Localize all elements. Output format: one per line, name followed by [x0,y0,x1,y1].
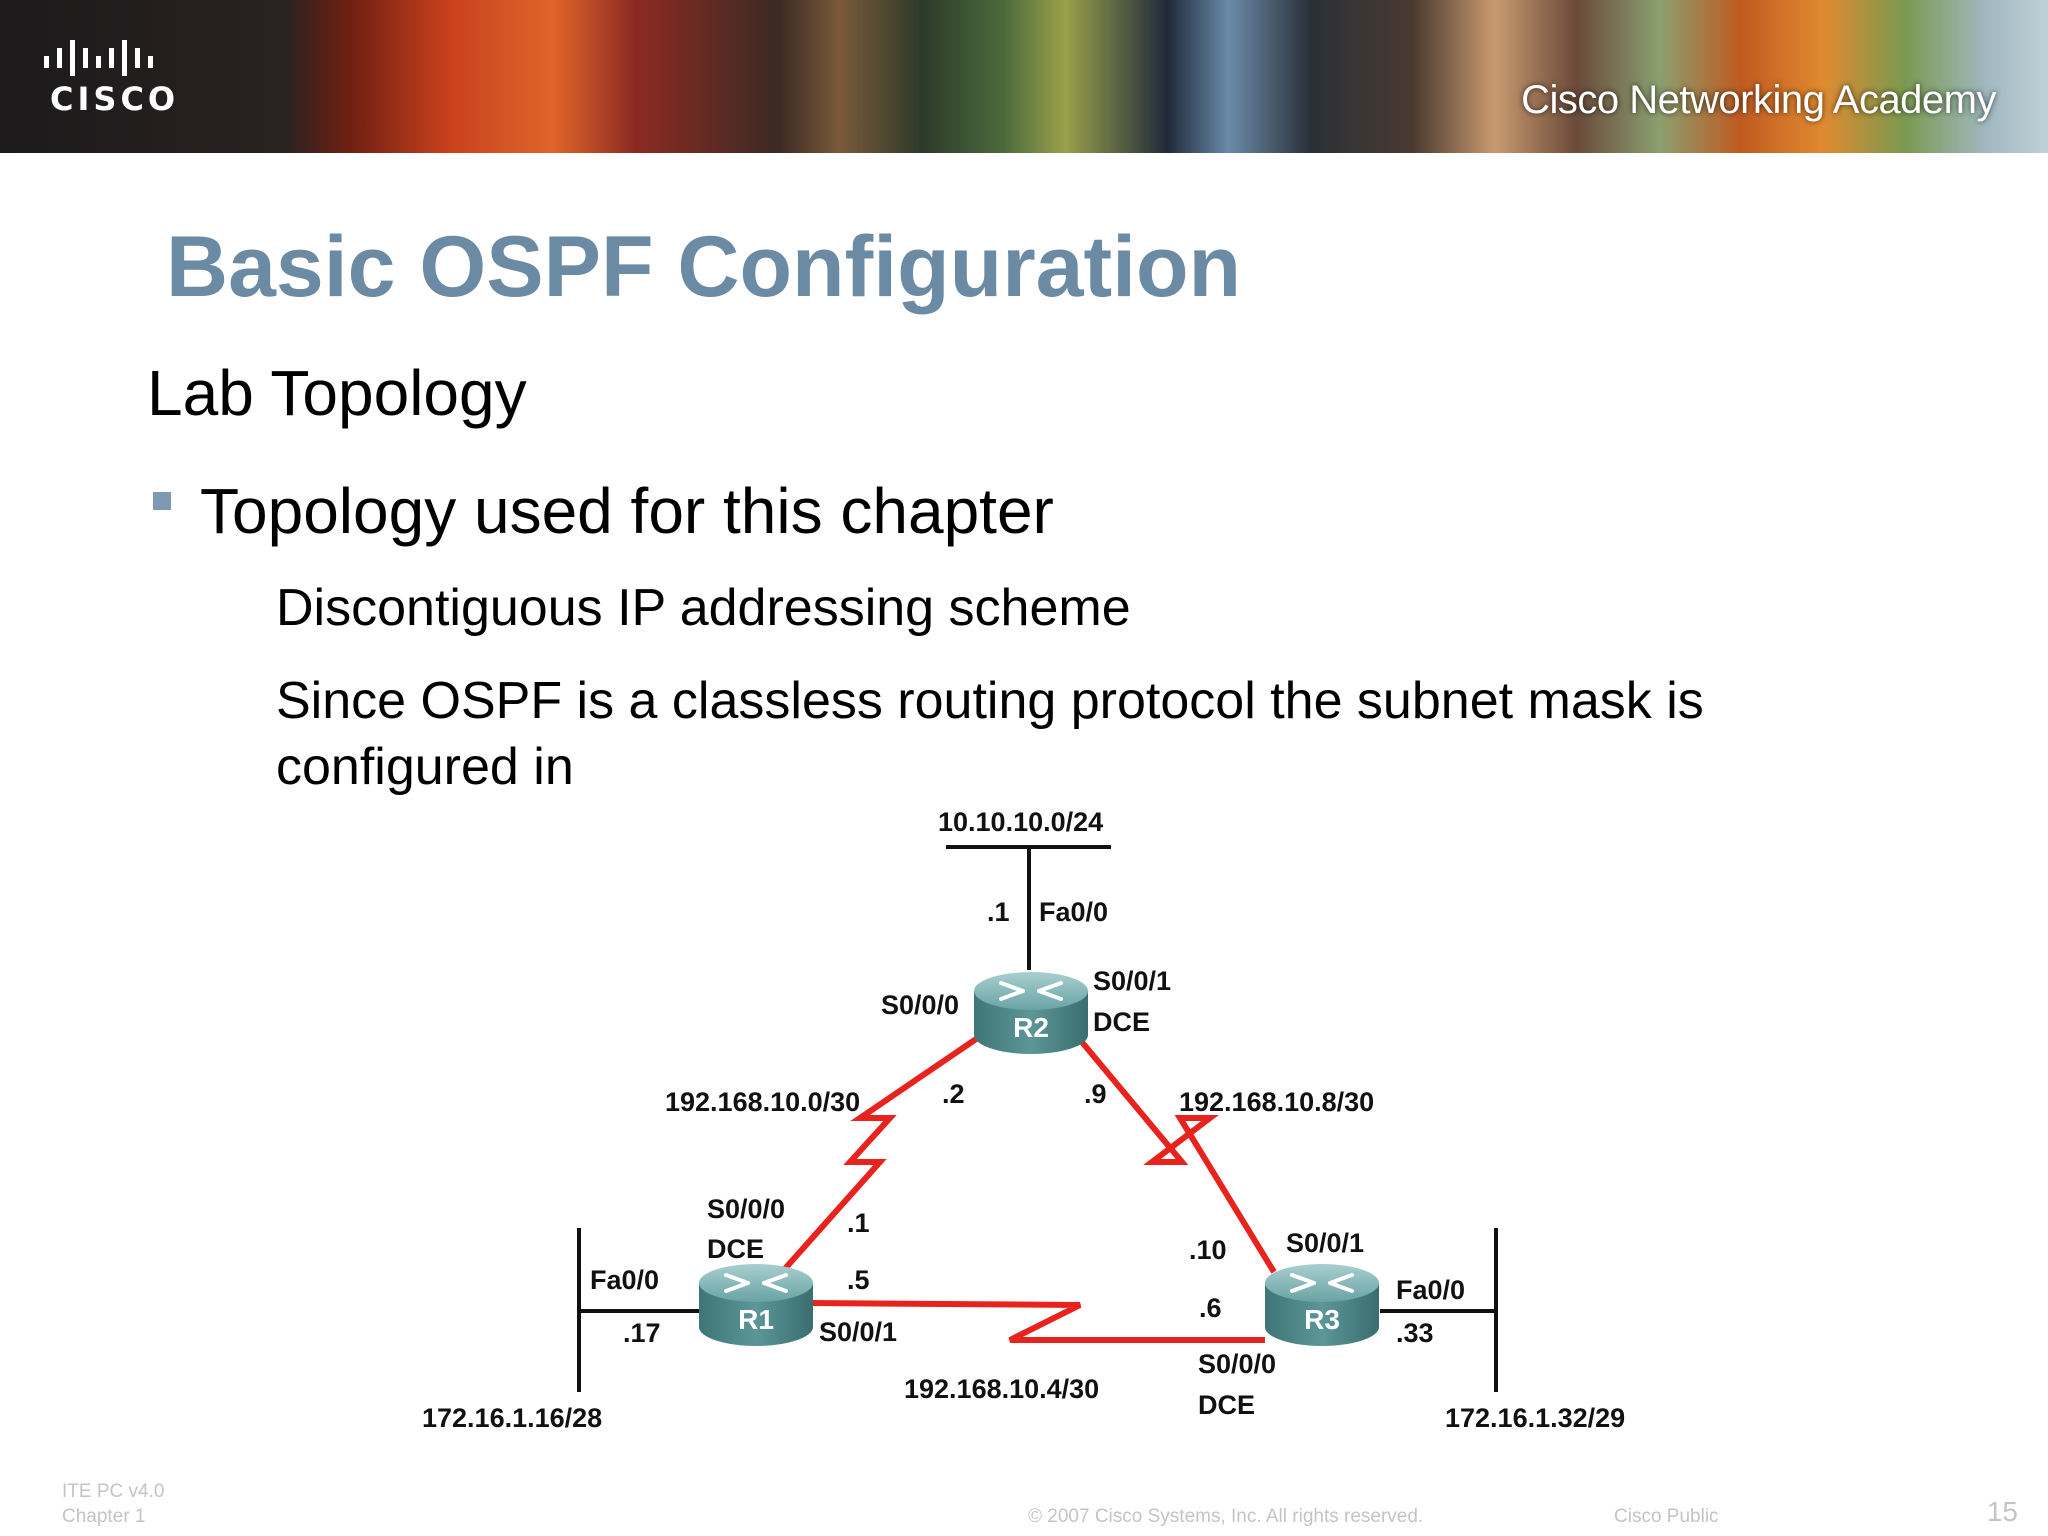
cisco-logo-bars-icon [44,40,153,76]
slide-subtitle: Lab Topology [147,357,527,429]
router-r1-label: R1 [738,1304,774,1335]
interface-label: .1 [987,897,1010,927]
interface-label: DCE [707,1234,764,1264]
network-label: 10.10.10.0/24 [938,807,1103,837]
network-label: 172.16.1.32/29 [1445,1403,1625,1433]
serial-links [779,1032,1277,1343]
interface-label: DCE [1093,1007,1150,1037]
router-r2-label: R2 [1013,1012,1049,1043]
slide-title: Basic OSPF Configuration [166,219,1242,315]
bullet-item: Topology used for this chapter [200,475,1054,547]
router-r3-label: R3 [1304,1304,1340,1335]
interface-label: .33 [1396,1318,1434,1348]
sub-bullet-item: Discontiguous IP addressing scheme [276,579,1131,637]
sub-bullet-item: Since OSPF is a classless routing protoc… [276,672,1704,796]
footer-copyright: © 2007 Cisco Systems, Inc. All rights re… [1028,1506,1424,1527]
interface-label: S0/0/1 [1286,1228,1364,1258]
router-r3-icon: R3 [1263,1262,1381,1348]
lan-segments [577,845,1498,1392]
interface-label: Fa0/0 [590,1265,659,1295]
interface-label: .10 [1189,1235,1227,1265]
interface-label: S0/0/1 [819,1317,897,1347]
interface-label: S0/0/0 [1198,1349,1276,1379]
footer-course: ITE PC v4.0 [62,1481,165,1502]
network-label: 192.168.10.8/30 [1179,1087,1374,1117]
router-r2-icon: R2 [972,970,1090,1056]
interface-label: .17 [623,1318,661,1348]
interface-label: .2 [942,1079,965,1109]
page-number: 15 [1986,1496,2018,1527]
interface-label: Fa0/0 [1396,1275,1465,1305]
interface-label: .9 [1084,1079,1107,1109]
network-label: 192.168.10.0/30 [665,1087,860,1117]
footer-chapter: Chapter 1 [62,1506,146,1527]
interface-label: S0/0/0 [707,1194,785,1224]
network-label: 192.168.10.4/30 [904,1374,1099,1404]
interface-label: DCE [1198,1390,1255,1420]
interface-label: S0/0/0 [881,990,959,1020]
interface-label: .5 [847,1265,870,1295]
academy-logo: Cisco Networking Academy [1521,78,1996,122]
header-banner: CISCO Cisco Networking Academy [0,0,2048,153]
bullet-square-icon [153,492,171,510]
interface-label: S0/0/1 [1093,966,1171,996]
network-label: 172.16.1.16/28 [422,1403,602,1433]
router-r1-icon: R1 [697,1262,815,1348]
interface-label: Fa0/0 [1039,897,1108,927]
footer-classification: Cisco Public [1614,1506,1719,1527]
interface-label: .6 [1199,1293,1222,1323]
cisco-logo-text: CISCO [50,80,180,118]
interface-label: .1 [847,1208,870,1238]
